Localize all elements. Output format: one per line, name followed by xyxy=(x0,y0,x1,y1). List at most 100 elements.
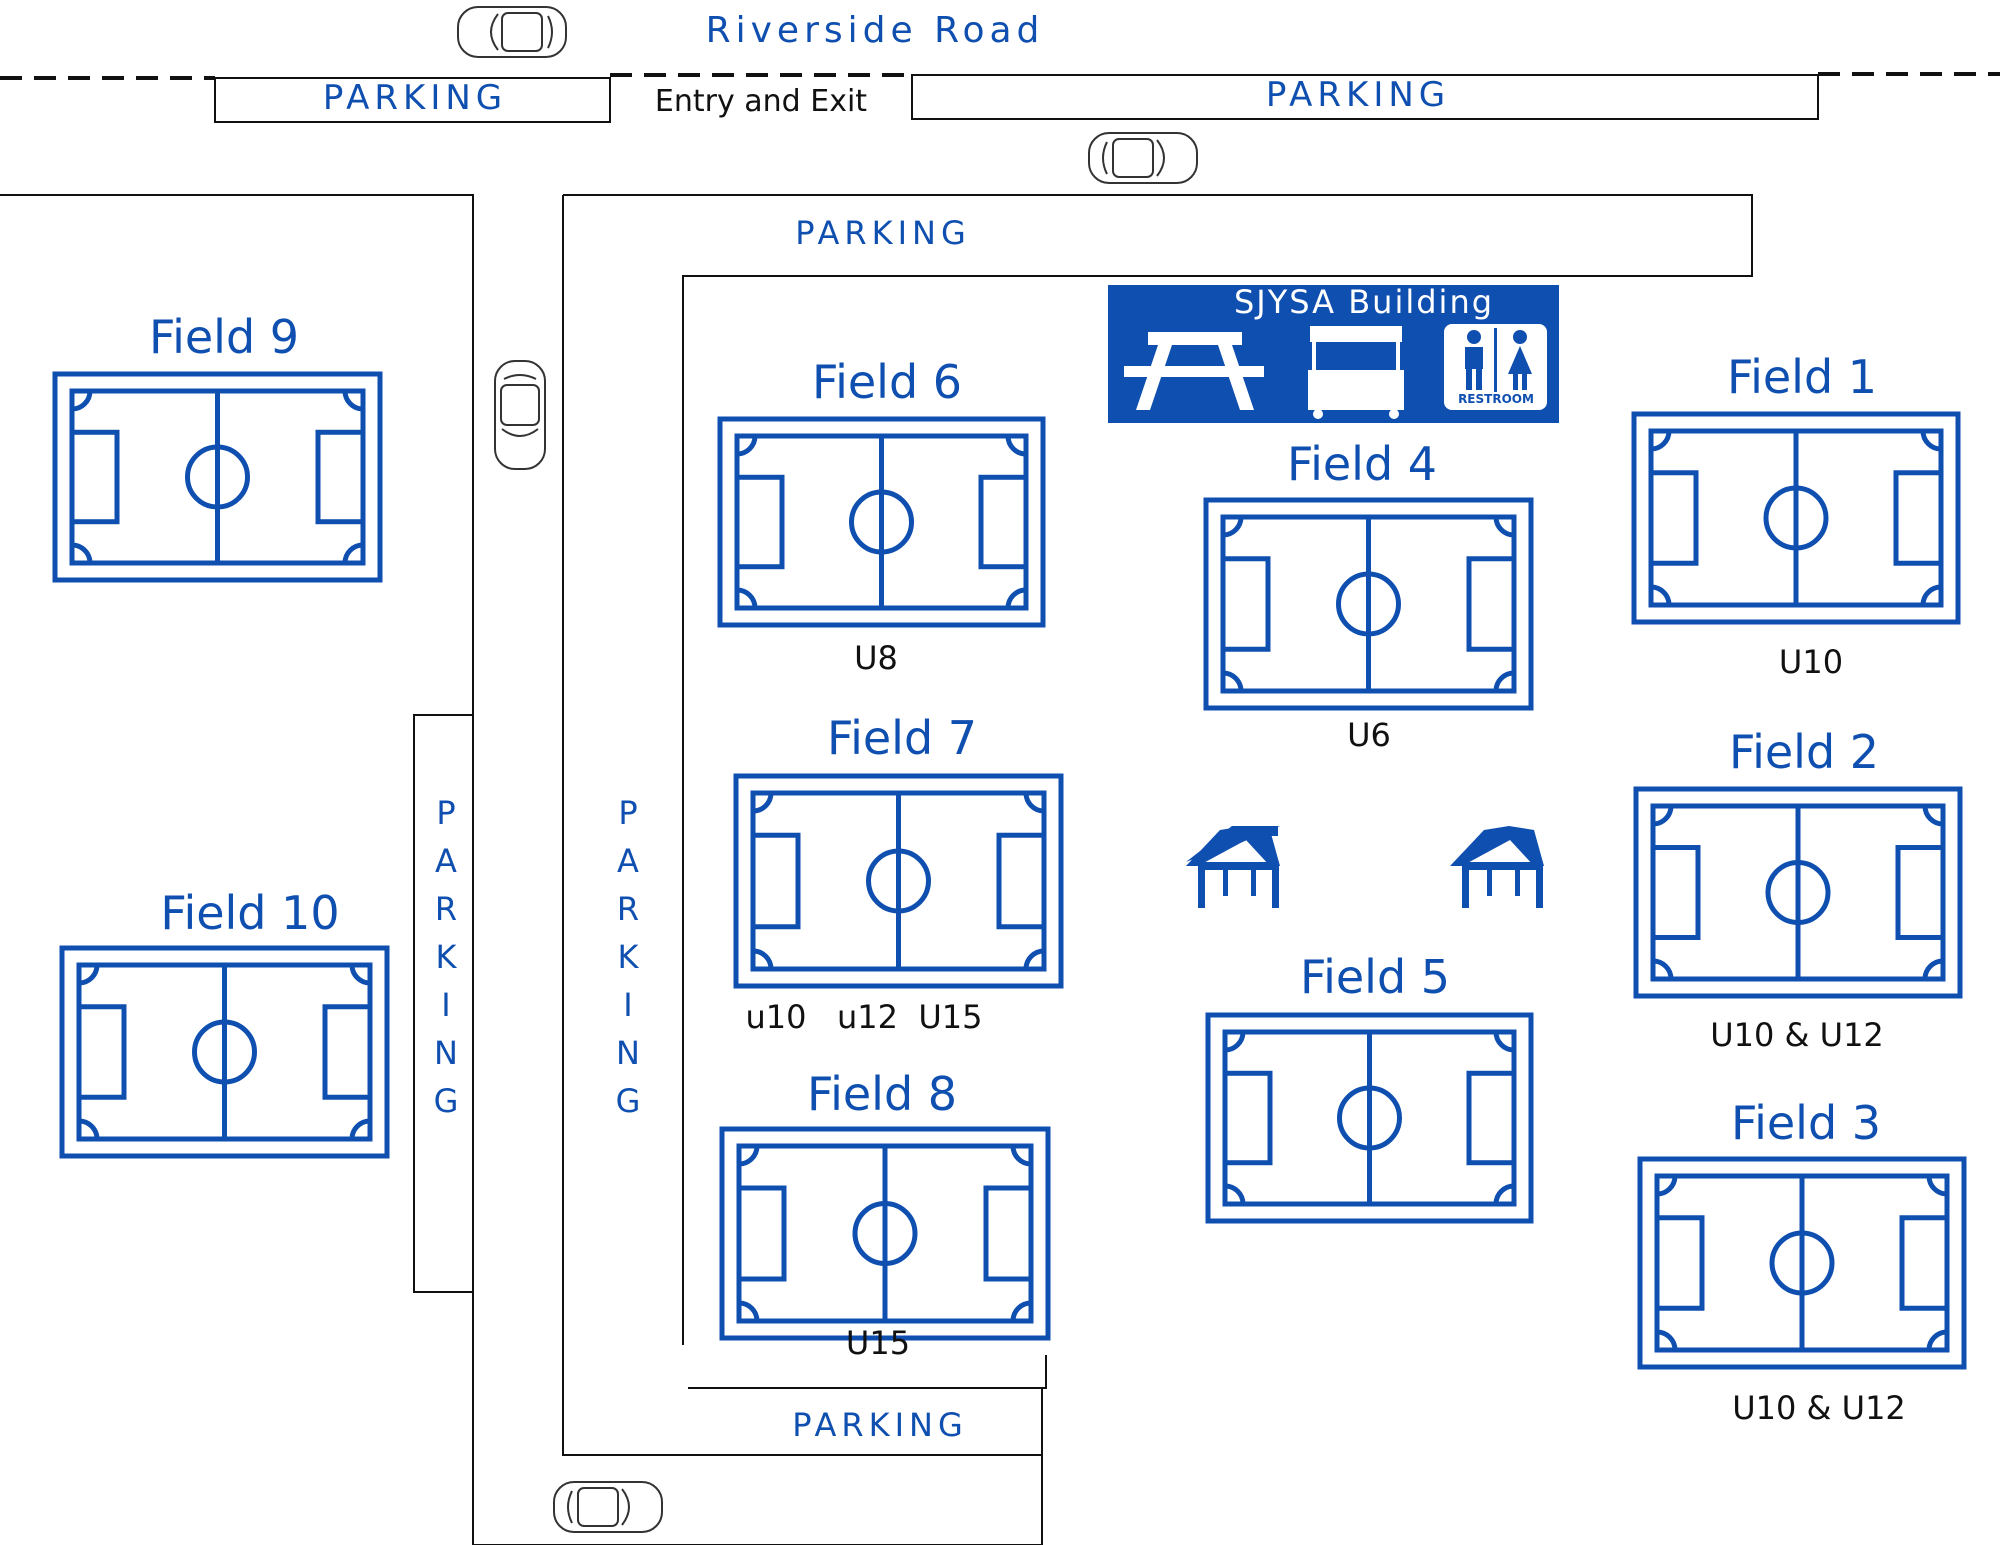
field-corner-arc xyxy=(1652,805,1674,827)
field-center-circle xyxy=(1763,485,1829,551)
riverside-road: Riverside Road xyxy=(0,10,2000,80)
parking-letter: I xyxy=(623,986,632,1024)
field-10: Field 10 xyxy=(59,886,390,1159)
field-corner-arc xyxy=(1656,1329,1678,1351)
field-corner-arc xyxy=(1656,1175,1678,1197)
field-name: Field 1 xyxy=(1727,350,1877,404)
field-6: Field 6 U8 xyxy=(717,355,1046,677)
field-center-circle xyxy=(185,444,250,510)
field-age-group: U10 xyxy=(1779,643,1843,681)
restroom-icon: RESTROOM xyxy=(1444,324,1547,410)
field-penalty-box xyxy=(76,1004,127,1100)
field-outer-border xyxy=(1631,411,1961,625)
parking-letter: I xyxy=(441,986,450,1024)
field-age-group: U15 xyxy=(846,1324,910,1362)
driveways xyxy=(0,194,1753,1545)
car-icon xyxy=(494,360,546,470)
field-1: Field 1 U10 xyxy=(1631,350,1961,681)
sjysa-building: SJYSA Building RESTROOM xyxy=(1108,283,1559,423)
field-age-group: U8 xyxy=(854,639,898,677)
field-corner-arc xyxy=(1005,587,1027,609)
field-corner-arc xyxy=(1023,948,1045,970)
field-corner-arc xyxy=(78,1118,100,1140)
entry-exit-label: Entry and Exit xyxy=(655,84,867,119)
field-3: Field 3 U10 & U12 xyxy=(1637,1096,1967,1427)
parking-label-top-left: PARKING xyxy=(323,78,507,118)
parking-label-top-right: PARKING xyxy=(1266,75,1450,115)
field-corner-arc xyxy=(1922,805,1944,827)
field-corner-arc xyxy=(1224,1031,1246,1053)
field-corner-arc xyxy=(71,542,93,564)
field-corner-arc xyxy=(1010,1300,1032,1322)
field-penalty-box xyxy=(1466,556,1517,652)
field-outer-border xyxy=(733,773,1064,989)
field-corner-arc xyxy=(1005,435,1027,457)
field-corner-arc xyxy=(752,792,774,814)
field-4: Field 4U6 xyxy=(1203,437,1534,754)
car-icon xyxy=(553,1481,663,1533)
parking-letter: R xyxy=(435,890,457,928)
field-penalty-box xyxy=(1220,556,1271,652)
field-center-circle xyxy=(1765,860,1831,925)
parking-letter: G xyxy=(616,1082,641,1120)
field-name: Field 2 xyxy=(1729,725,1879,779)
field-outer-border xyxy=(52,371,383,583)
field-corner-arc xyxy=(736,587,758,609)
field-name: Field 6 xyxy=(812,355,962,409)
field-name: Field 10 xyxy=(160,886,339,940)
field-corner-arc xyxy=(1010,1145,1032,1167)
field-5: Field 5 xyxy=(1205,950,1534,1224)
field-penalty-box xyxy=(1648,470,1699,566)
field-outer-border xyxy=(1637,1156,1967,1370)
concession-stand-icon xyxy=(1308,326,1404,419)
restroom-label: RESTROOM xyxy=(1458,392,1534,406)
parking-letter: P xyxy=(436,794,455,832)
field-corner-arc xyxy=(1922,958,1944,980)
field-center-circle xyxy=(852,1201,918,1266)
field-9: Field 9 xyxy=(52,310,383,583)
field-penalty-box xyxy=(1222,1070,1273,1166)
field-name: Field 9 xyxy=(149,310,299,364)
parking-letter: K xyxy=(436,938,458,976)
parking-label-west-vertical: PARKING xyxy=(434,794,459,1120)
field-penalty-box xyxy=(69,429,120,525)
field-name: Field 3 xyxy=(1731,1096,1881,1150)
field-name: Field 4 xyxy=(1287,437,1437,491)
field-penalty-box xyxy=(1654,1215,1705,1311)
field-corner-arc xyxy=(738,1145,760,1167)
field-corner-arc xyxy=(78,964,100,986)
parking-label-south: PARKING xyxy=(792,1406,968,1444)
parking-letter: G xyxy=(434,1082,459,1120)
field-corner-arc xyxy=(349,1118,371,1140)
field-penalty-box xyxy=(750,832,801,930)
field-penalty-box xyxy=(996,832,1047,930)
field-center-circle xyxy=(866,848,931,914)
field-outer-border xyxy=(719,1126,1051,1341)
field-center-circle xyxy=(192,1019,257,1085)
field-corner-arc xyxy=(1926,1175,1948,1197)
road-name: Riverside Road xyxy=(706,10,1045,51)
field-corner-arc xyxy=(1493,670,1515,692)
field-penalty-box xyxy=(734,474,785,570)
field-corner-arc xyxy=(1493,1031,1515,1053)
field-outer-border xyxy=(717,416,1046,628)
field-age-group: U10 & U12 xyxy=(1732,1389,1906,1427)
car-icon xyxy=(457,6,567,58)
field-corner-arc xyxy=(1652,958,1674,980)
field-corner-arc xyxy=(1920,430,1942,452)
parking-letter: A xyxy=(617,842,639,880)
parking-letter: R xyxy=(617,890,639,928)
field-penalty-box xyxy=(322,1004,373,1100)
parking-label-north: PARKING xyxy=(795,214,971,252)
field-outer-border xyxy=(1633,786,1963,999)
field-penalty-box xyxy=(1650,845,1701,940)
field-corner-arc xyxy=(1023,792,1045,814)
parking-label-center-vertical: PARKING xyxy=(616,794,641,1120)
field-penalty-box xyxy=(1899,1215,1950,1311)
field-corner-arc xyxy=(738,1300,760,1322)
field-center-circle xyxy=(1336,571,1401,637)
field-outer-border xyxy=(1203,497,1534,711)
field-outer-border xyxy=(1205,1012,1534,1224)
